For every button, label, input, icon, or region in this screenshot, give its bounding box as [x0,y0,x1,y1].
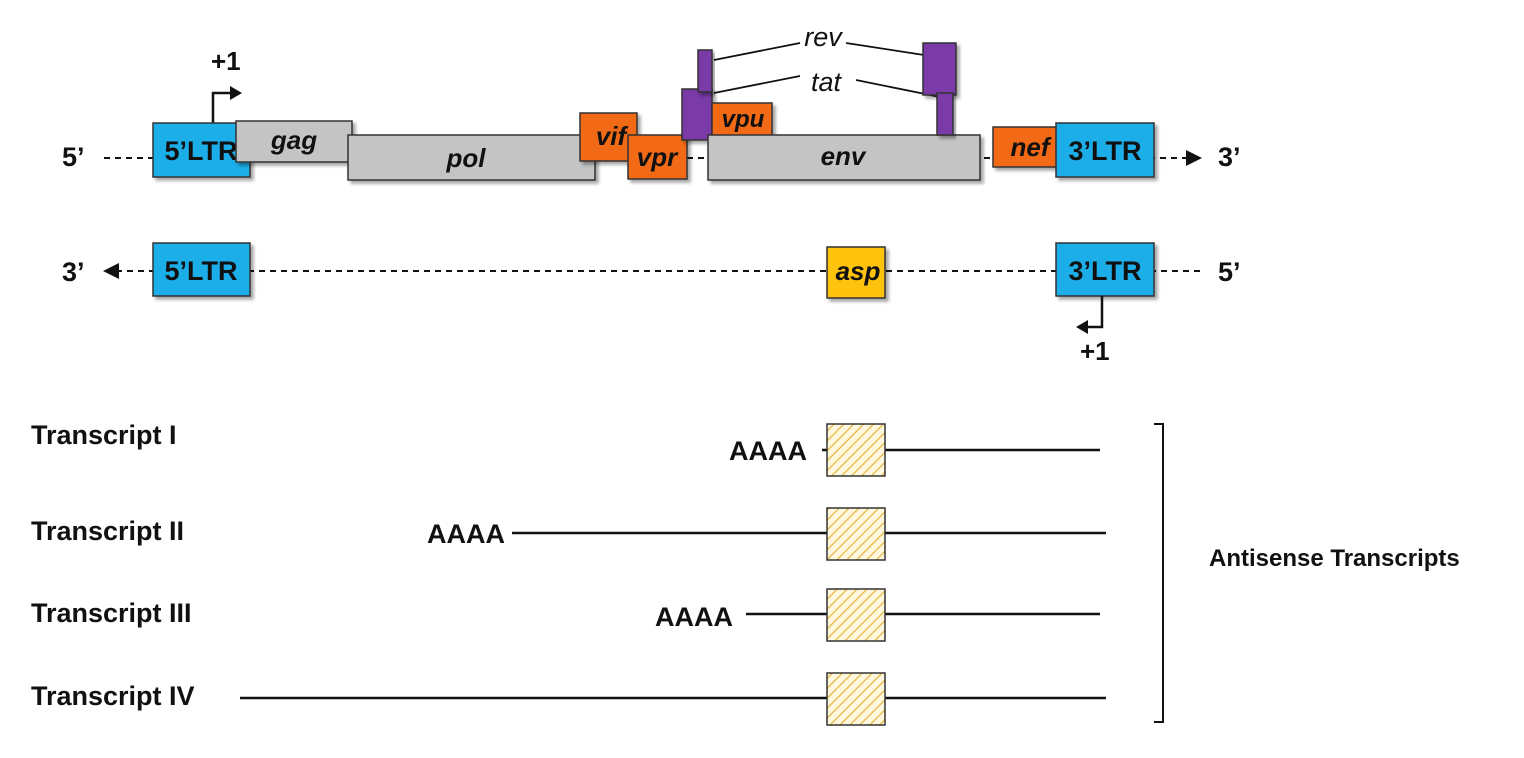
transcript-row: Transcript IV [31,672,1106,726]
sense-backbone-arrowhead [1186,150,1202,166]
svg-text:vif: vif [596,121,629,151]
antisense-strand: 3’ 5’ 5’LTR asp 3’LTR +1 [62,242,1241,366]
antisense-tss-arrow [1086,296,1104,329]
gene-3ltr: 3’LTR [1055,122,1155,178]
asp-exon-box [826,672,886,726]
sense-tss-label: +1 [211,46,241,76]
antisense-3ltr: 3’LTR [1055,242,1155,297]
antisense-transcripts-label: Antisense Transcripts [1209,545,1460,572]
transcript-label: Transcript II [31,516,184,546]
sense-3prime-end: 3’ [1218,142,1241,172]
svg-text:gag: gag [270,125,317,155]
tat-exon-1 [681,88,713,141]
svg-text:asp: asp [836,256,881,286]
gene-pol: pol [347,134,596,181]
antisense-tss-label: +1 [1080,336,1110,366]
polya-tail: AAAA [729,436,807,466]
asp-exon-box [826,423,886,477]
tat-label: tat [811,67,843,97]
transcript-label: Transcript III [31,598,192,628]
transcript-label: Transcript I [31,420,177,450]
gene-vpr: vpr [627,134,688,180]
rev-tat-connectors [713,42,941,98]
svg-text:3’LTR: 3’LTR [1069,256,1142,286]
asp-exon-box [826,507,886,561]
antisense-5prime-end: 5’ [1218,257,1241,287]
transcript-row: Transcript III AAAA [31,588,1100,642]
svg-text:3’LTR: 3’LTR [1069,136,1142,166]
transcript-label: Transcript IV [31,681,195,711]
sense-tss-arrowhead [230,86,242,100]
asp-exon-box [826,588,886,642]
svg-text:5’LTR: 5’LTR [165,256,238,286]
svg-text:env: env [821,141,867,171]
transcripts: Transcript I AAAA Transcript II AAAA Tra… [31,420,1460,726]
tat-exon-2 [936,92,954,136]
polya-tail: AAAA [427,519,505,549]
sense-tss-arrow [211,91,232,123]
antisense-backbone-arrowhead [103,263,119,279]
transcript-row: Transcript II AAAA [31,507,1106,561]
gene-vpu: vpu [711,102,773,138]
rev-label: rev [804,22,843,52]
gene-gag: gag [235,120,353,163]
svg-text:5’LTR: 5’LTR [165,136,238,166]
gene-asp: asp [826,246,886,299]
svg-text:nef: nef [1011,132,1052,162]
polya-tail: AAAA [655,602,733,632]
transcript-row: Transcript I AAAA [31,420,1100,477]
transcripts-bracket [1154,423,1164,723]
antisense-5ltr: 5’LTR [152,242,251,297]
svg-text:vpu: vpu [722,106,765,133]
gene-nef: nef [992,126,1065,168]
antisense-3prime-end: 3’ [62,257,85,287]
antisense-tss-arrowhead [1076,320,1088,334]
sense-strand: 5’ 3’ +1 5’LTR gag pol [62,22,1241,181]
gene-env: env [707,134,981,181]
rev-exon-1 [697,49,713,93]
rev-exon-2 [922,42,957,96]
svg-text:vpr: vpr [637,142,679,172]
gene-5ltr: 5’LTR [152,122,251,178]
sense-5prime-end: 5’ [62,142,85,172]
svg-text:pol: pol [446,143,487,173]
